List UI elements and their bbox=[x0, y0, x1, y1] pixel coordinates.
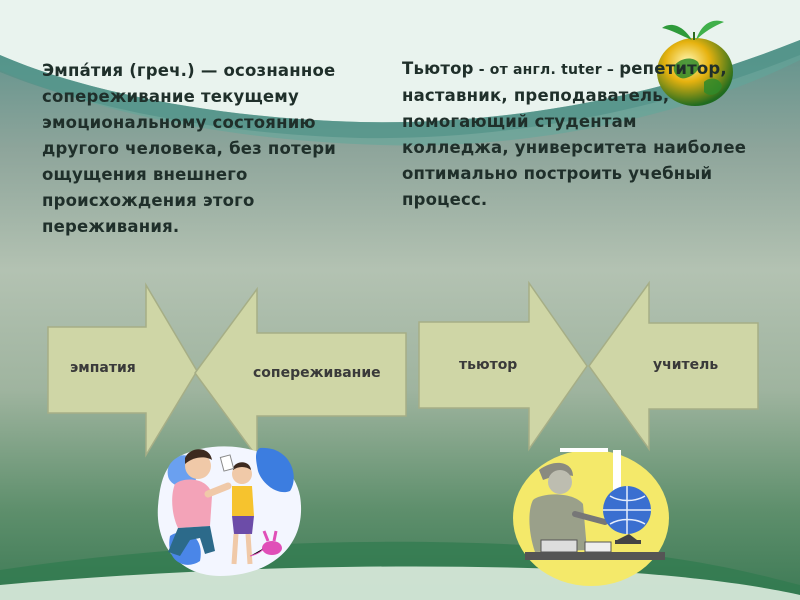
empathy-arrow bbox=[47, 282, 198, 458]
globe-with-leaves-icon bbox=[657, 20, 733, 106]
empathy-definition: Эмпа́тия (греч.) — осознанное сопережива… bbox=[42, 58, 382, 240]
empathy-term: Эмпа́тия bbox=[42, 61, 124, 80]
tutor-arrow bbox=[418, 280, 588, 452]
top-wave-decoration bbox=[0, 0, 800, 146]
tutor-term: Тьютор bbox=[402, 59, 474, 78]
adult-with-child-clipart bbox=[157, 446, 302, 576]
empathy-definition-text: (греч.) — осознанное сопереживание текущ… bbox=[42, 61, 336, 236]
tutor-definition: Тьютор - от англ. tuter – репетитор, нас… bbox=[402, 56, 747, 213]
teacher-arrow bbox=[588, 280, 759, 452]
teacher-arrow-label: учитель bbox=[653, 357, 719, 373]
tutor-arrow-label: тьютор bbox=[459, 357, 518, 373]
teacher-with-globe-clipart bbox=[513, 448, 669, 586]
tutor-definition-text: репетитор, наставник, преподаватель, пом… bbox=[402, 59, 747, 209]
empathy-arrow-label: эмпатия bbox=[70, 360, 136, 376]
sympathy-arrow-label: сопереживание bbox=[253, 365, 381, 381]
tutor-origin: - от англ. tuter – bbox=[473, 62, 620, 78]
sympathy-arrow bbox=[194, 286, 407, 460]
